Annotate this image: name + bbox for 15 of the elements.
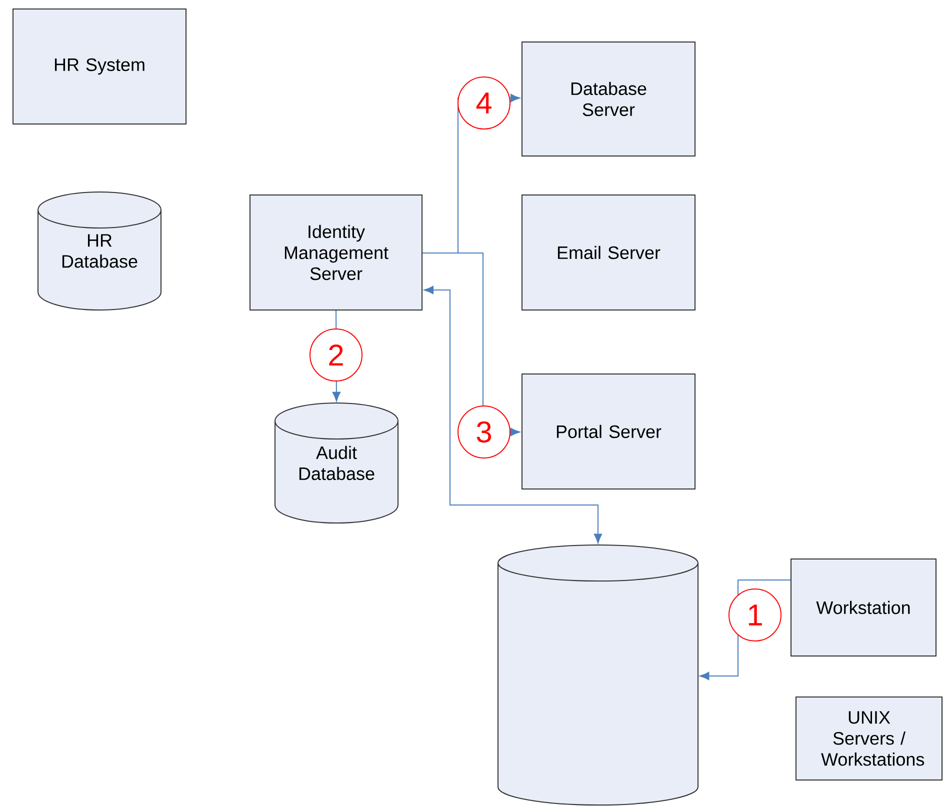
database-cylinder: HR Database [38, 192, 162, 310]
callout-number: 2 [310, 328, 362, 382]
connector-arrow [424, 286, 602, 544]
callout-number: 3 [458, 406, 510, 458]
server-box: HR System [12, 8, 186, 124]
server-box: Portal Server [522, 374, 696, 490]
server-box: Workstation [790, 558, 936, 656]
server-box: Email Server [522, 194, 696, 310]
server-box: Database Server [522, 42, 696, 156]
server-box: Identity Management Server [250, 194, 422, 310]
server-box: UNIX Servers / Workstations [796, 696, 942, 780]
database-cylinder: Audit Database [274, 402, 398, 524]
callout-number: 1 [728, 588, 782, 642]
database-cylinder [498, 544, 698, 806]
callout-number: 4 [458, 76, 510, 130]
